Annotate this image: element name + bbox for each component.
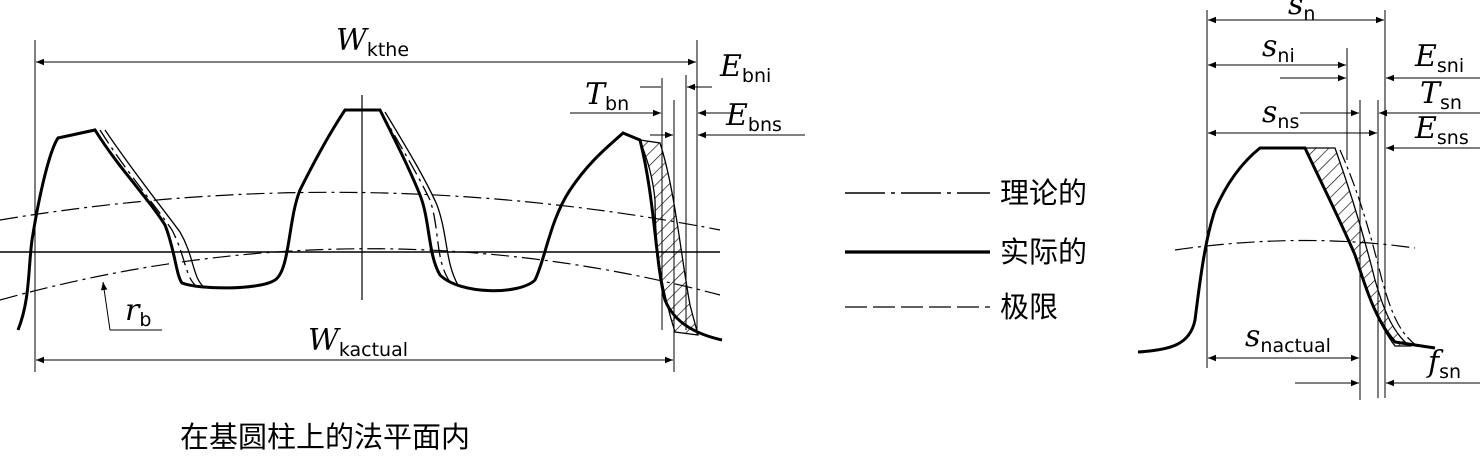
svg-text:sn: sn (1288, 0, 1315, 25)
label-e-bni: Ebni (719, 49, 771, 87)
label-w-kactual: Wkactual (308, 323, 408, 361)
svg-text:Wkthe: Wkthe (336, 23, 409, 61)
label-s-n: sn (1288, 0, 1315, 25)
label-e-sns: Esns (1414, 111, 1469, 149)
label-f-sn: fsn (1426, 345, 1461, 383)
right-figure (1137, 10, 1480, 400)
svg-text:Tbn: Tbn (585, 77, 629, 115)
limit-tooth-profile (104, 111, 459, 289)
label-s-nactual: snactual (1245, 319, 1331, 357)
theoretical-tooth-profile (99, 109, 451, 286)
svg-text:rb: rb (125, 293, 151, 331)
svg-text:Esns: Esns (1414, 111, 1469, 149)
label-e-sni: Esni (1414, 39, 1464, 77)
base-circle-arc (0, 248, 721, 301)
rb-leader (100, 281, 111, 331)
svg-text:Esni: Esni (1414, 39, 1464, 77)
label-e-bns: Ebns (725, 98, 782, 136)
figure-caption: 在基圆柱上的法平面内 (180, 420, 470, 454)
label-s-ns: sns (1262, 95, 1299, 133)
reference-circle-arc (0, 191, 721, 231)
svg-text:fsn: fsn (1426, 345, 1461, 383)
left-figure (0, 40, 805, 372)
legend-theoretical-label: 理论的 (1000, 176, 1087, 210)
label-r-b: rb (125, 293, 151, 331)
svg-text:Ebni: Ebni (719, 49, 771, 87)
label-w-kthe: Wkthe (336, 23, 409, 61)
label-t-sn: Tsn (1420, 76, 1462, 114)
label-s-ni: sni (1262, 29, 1295, 67)
svg-text:Wkactual: Wkactual (308, 323, 408, 361)
right-reference-arc (1174, 239, 1416, 251)
right-theoretical-profile (1339, 149, 1421, 349)
legend-actual-label: 实际的 (1000, 235, 1087, 269)
svg-text:Ebns: Ebns (725, 98, 782, 136)
svg-text:Tsn: Tsn (1420, 76, 1462, 114)
tolerance-zone (639, 139, 699, 336)
svg-text:sns: sns (1262, 95, 1299, 133)
label-t-bn: Tbn (585, 77, 629, 115)
actual-tooth-profile (16, 108, 723, 342)
svg-text:snactual: snactual (1245, 319, 1331, 357)
legend: 理论的 实际的 极限 (845, 176, 1087, 324)
legend-limit-label: 极限 (1000, 290, 1058, 324)
svg-text:sni: sni (1262, 29, 1295, 67)
